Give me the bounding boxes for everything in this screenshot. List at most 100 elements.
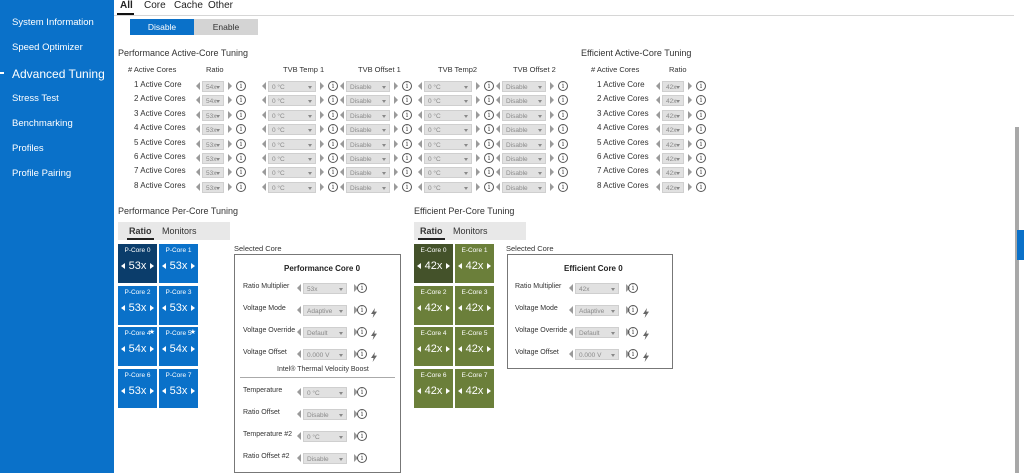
triangle-right-icon[interactable] xyxy=(228,96,232,105)
tvb-field-dropdown[interactable]: Disable xyxy=(303,453,347,464)
tvb-field-dropdown[interactable]: 0 °C xyxy=(303,387,347,398)
lightning-bolt-icon[interactable] xyxy=(643,327,649,340)
info-icon[interactable]: i xyxy=(558,95,568,106)
triangle-left-icon[interactable] xyxy=(496,154,500,162)
triangle-right-icon[interactable] xyxy=(550,96,554,105)
triangle-left-icon[interactable] xyxy=(262,96,266,105)
info-icon[interactable]: i xyxy=(402,95,412,106)
triangle-right-icon[interactable] xyxy=(320,139,324,148)
triangle-right-icon[interactable] xyxy=(394,125,398,134)
triangle-left-icon[interactable] xyxy=(196,182,200,191)
triangle-left-icon[interactable] xyxy=(262,125,266,134)
tab-other[interactable]: Other xyxy=(208,0,234,11)
triangle-right-icon[interactable] xyxy=(228,168,232,177)
triangle-left-icon[interactable] xyxy=(196,139,200,148)
tvb-temp2-dropdown[interactable]: 0 °C xyxy=(424,81,472,92)
info-icon[interactable]: i xyxy=(628,283,638,293)
tvb-offset2-dropdown[interactable]: Disable xyxy=(502,167,546,179)
triangle-right-icon[interactable] xyxy=(320,154,324,162)
triangle-right-icon[interactable] xyxy=(394,96,398,105)
lightning-bolt-icon[interactable] xyxy=(643,305,649,318)
tvb-temp1-dropdown[interactable]: 0 °C xyxy=(268,81,316,92)
info-icon[interactable]: i xyxy=(484,95,494,106)
ratio-dropdown[interactable]: 53x xyxy=(202,124,224,136)
info-icon[interactable]: i xyxy=(558,109,568,120)
info-icon[interactable]: i xyxy=(236,167,246,178)
info-icon[interactable]: i xyxy=(402,167,412,178)
tvb-offset2-dropdown[interactable]: Disable xyxy=(502,153,546,164)
lightning-bolt-icon[interactable] xyxy=(371,327,377,340)
perf-per-core-tab-monitors[interactable]: Monitors xyxy=(162,226,197,236)
triangle-left-icon[interactable] xyxy=(297,306,301,314)
triangle-right-icon[interactable] xyxy=(476,154,480,162)
triangle-left-icon[interactable] xyxy=(418,110,422,119)
tvb-offset1-dropdown[interactable]: Disable xyxy=(346,95,390,107)
tvb-temp1-dropdown[interactable]: 0 °C xyxy=(268,95,316,107)
triangle-right-icon[interactable] xyxy=(191,304,195,311)
tvb-temp1-dropdown[interactable]: 0 °C xyxy=(268,153,316,164)
tvb-offset1-dropdown[interactable]: Disable xyxy=(346,167,390,179)
info-icon[interactable]: i xyxy=(696,124,706,135)
triangle-right-icon[interactable] xyxy=(688,125,692,134)
triangle-left-icon[interactable] xyxy=(340,154,344,162)
sidebar-item-stress-test[interactable]: Stress Test xyxy=(12,93,59,104)
sidebar-item-benchmarking[interactable]: Benchmarking xyxy=(12,118,73,129)
triangle-right-icon[interactable] xyxy=(394,182,398,191)
tvb-offset2-dropdown[interactable]: Disable xyxy=(502,124,546,136)
triangle-left-icon[interactable] xyxy=(418,125,422,134)
perf-field-dropdown[interactable]: 53x xyxy=(303,283,347,294)
tvb-temp2-dropdown[interactable]: 0 °C xyxy=(424,138,472,150)
triangle-left-icon[interactable] xyxy=(340,96,344,105)
disable-button[interactable]: Disable xyxy=(130,19,194,35)
info-icon[interactable]: i xyxy=(328,124,338,135)
info-icon[interactable]: i xyxy=(402,181,412,192)
tvb-offset2-dropdown[interactable]: Disable xyxy=(502,138,546,150)
triangle-left-icon[interactable] xyxy=(569,350,573,358)
triangle-right-icon[interactable] xyxy=(476,168,480,177)
triangle-left-icon[interactable] xyxy=(297,350,301,358)
info-icon[interactable]: i xyxy=(402,109,412,120)
triangle-left-icon[interactable] xyxy=(569,306,573,314)
triangle-left-icon[interactable] xyxy=(458,304,462,311)
ratio-dropdown[interactable]: 42x xyxy=(662,109,684,121)
triangle-left-icon[interactable] xyxy=(656,168,660,177)
triangle-left-icon[interactable] xyxy=(196,125,200,134)
tvb-temp2-dropdown[interactable]: 0 °C xyxy=(424,124,472,136)
triangle-left-icon[interactable] xyxy=(656,96,660,105)
info-icon[interactable]: i xyxy=(328,81,338,91)
triangle-left-icon[interactable] xyxy=(418,182,422,191)
triangle-left-icon[interactable] xyxy=(569,284,573,292)
triangle-left-icon[interactable] xyxy=(297,432,301,440)
tvb-temp1-dropdown[interactable]: 0 °C xyxy=(268,138,316,150)
triangle-right-icon[interactable] xyxy=(688,139,692,148)
triangle-right-icon[interactable] xyxy=(228,82,232,90)
triangle-right-icon[interactable] xyxy=(191,263,195,269)
info-icon[interactable]: i xyxy=(558,138,568,149)
triangle-right-icon[interactable] xyxy=(394,82,398,90)
ratio-dropdown[interactable]: 54x xyxy=(202,95,224,107)
info-icon[interactable]: i xyxy=(357,327,367,337)
ratio-dropdown[interactable]: 53x xyxy=(202,153,224,164)
triangle-right-icon[interactable] xyxy=(550,182,554,191)
info-icon[interactable]: i xyxy=(328,167,338,178)
tvb-field-dropdown[interactable]: Disable xyxy=(303,409,347,420)
info-icon[interactable]: i xyxy=(357,349,367,359)
triangle-left-icon[interactable] xyxy=(262,182,266,191)
info-icon[interactable]: i xyxy=(484,81,494,91)
triangle-left-icon[interactable] xyxy=(656,125,660,134)
triangle-left-icon[interactable] xyxy=(496,82,500,90)
ratio-dropdown[interactable]: 53x xyxy=(202,138,224,150)
eff-field-dropdown[interactable]: 0.000 V xyxy=(575,349,619,360)
tvb-offset2-dropdown[interactable]: Disable xyxy=(502,95,546,107)
triangle-left-icon[interactable] xyxy=(162,263,166,269)
triangle-left-icon[interactable] xyxy=(196,82,200,90)
triangle-right-icon[interactable] xyxy=(150,387,154,394)
triangle-left-icon[interactable] xyxy=(162,387,166,394)
triangle-left-icon[interactable] xyxy=(458,346,462,352)
triangle-right-icon[interactable] xyxy=(446,263,450,269)
triangle-right-icon[interactable] xyxy=(550,82,554,90)
triangle-left-icon[interactable] xyxy=(569,328,573,336)
